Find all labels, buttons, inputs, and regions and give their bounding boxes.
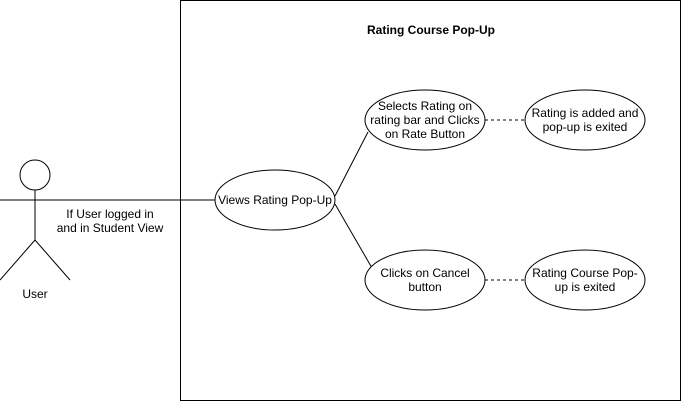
usecase-selects-rating-shape (364, 89, 486, 151)
actor-right-leg (34, 239, 71, 281)
actor-label: User (22, 287, 48, 301)
usecase-views-popup-shape (214, 169, 336, 231)
usecase-views-popup: Views Rating Pop-Up (218, 193, 332, 207)
usecase-clicks-cancel-shape (364, 249, 486, 311)
usecase-clicks-cancel: Clicks on Cancel button (380, 266, 470, 294)
usecase-popup-exited-shape (524, 249, 646, 311)
association-views-cancel (334, 203, 373, 269)
system-title: Rating Course Pop-Up (367, 23, 495, 37)
usecase-popup-exited: Rating Course Pop- up is exited (532, 266, 638, 294)
usecase-rating-added: Rating is added and pop-up is exited (531, 106, 639, 134)
association-views-selects (334, 131, 369, 197)
actor-left-leg (0, 239, 36, 281)
actor-head (19, 159, 51, 191)
usecase-selects-rating: Selects Rating on rating bar and Clicks … (370, 99, 480, 141)
association-label: If User logged in and in Student View (56, 207, 164, 235)
usecase-rating-added-shape (524, 89, 646, 151)
actor-user-figure (0, 159, 71, 281)
